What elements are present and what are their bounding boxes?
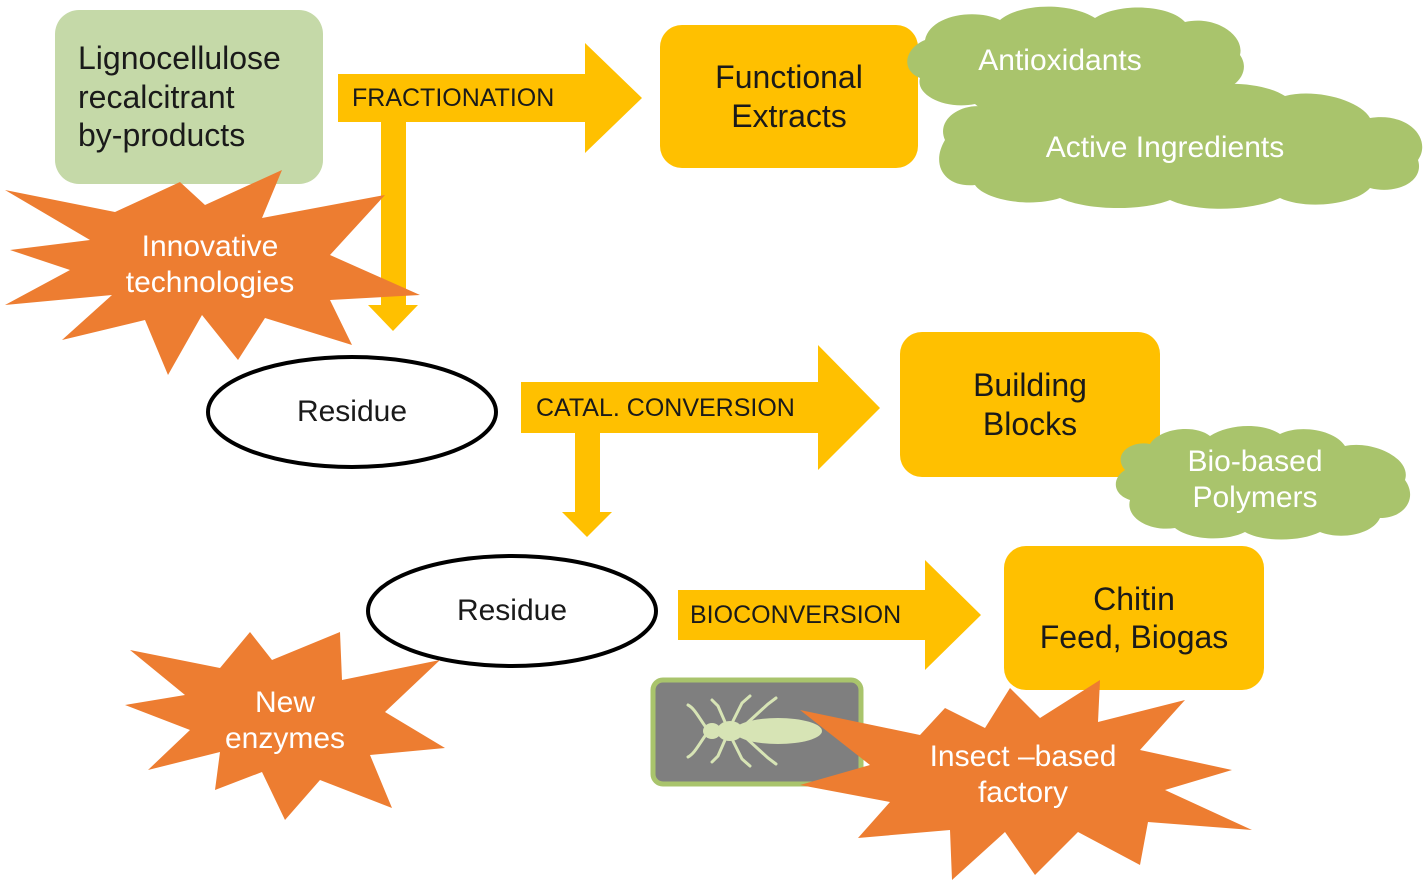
bioconversion-label: BIOCONVERSION [690,601,902,629]
fractionation-label: FRACTIONATION [352,84,555,112]
catal-conversion-arrow [521,345,880,470]
new-enzymes-burst [125,632,445,820]
insect-icon [686,694,822,768]
source-label: Lignocellulose recalcitrant by-products [78,40,281,154]
active-ingredients-cloud [939,83,1423,209]
functional-extracts-label: Functional Extracts [715,59,863,134]
residue-2-label: Residue [456,594,568,627]
fractionation-arrow [338,43,642,153]
source-box [55,10,323,184]
residue-1-label: Residue [296,395,408,428]
fractionation-down-arrow [368,122,418,331]
bio-based-polymers-label: Bio-based Polymers [1187,445,1323,514]
innovative-technologies-label: Innovative technologies [125,230,295,299]
bio-based-polymers-cloud [1115,425,1411,540]
antioxidants-label: Antioxidants [978,44,1142,77]
active-ingredients-label: Active Ingredients [1045,131,1285,164]
chitin-box [1004,546,1264,690]
functional-extracts-box [660,25,918,168]
building-blocks-label: Building Blocks [973,367,1087,442]
residue-1-ellipse [206,355,498,469]
residue-2-ellipse [366,554,658,668]
innovative-technologies-burst [5,170,420,375]
bioconversion-arrow [678,560,981,670]
insect-factory-label: Insect –based factory [929,740,1117,809]
new-enzymes-label: New enzymes [224,686,346,755]
chitin-label: Chitin Feed, Biogas [1039,580,1229,655]
insect-factory-burst [800,680,1252,880]
catal-conversion-label: CATAL. CONVERSION [536,394,795,422]
catal-conversion-down-arrow [562,433,612,537]
building-blocks-box [900,332,1160,477]
